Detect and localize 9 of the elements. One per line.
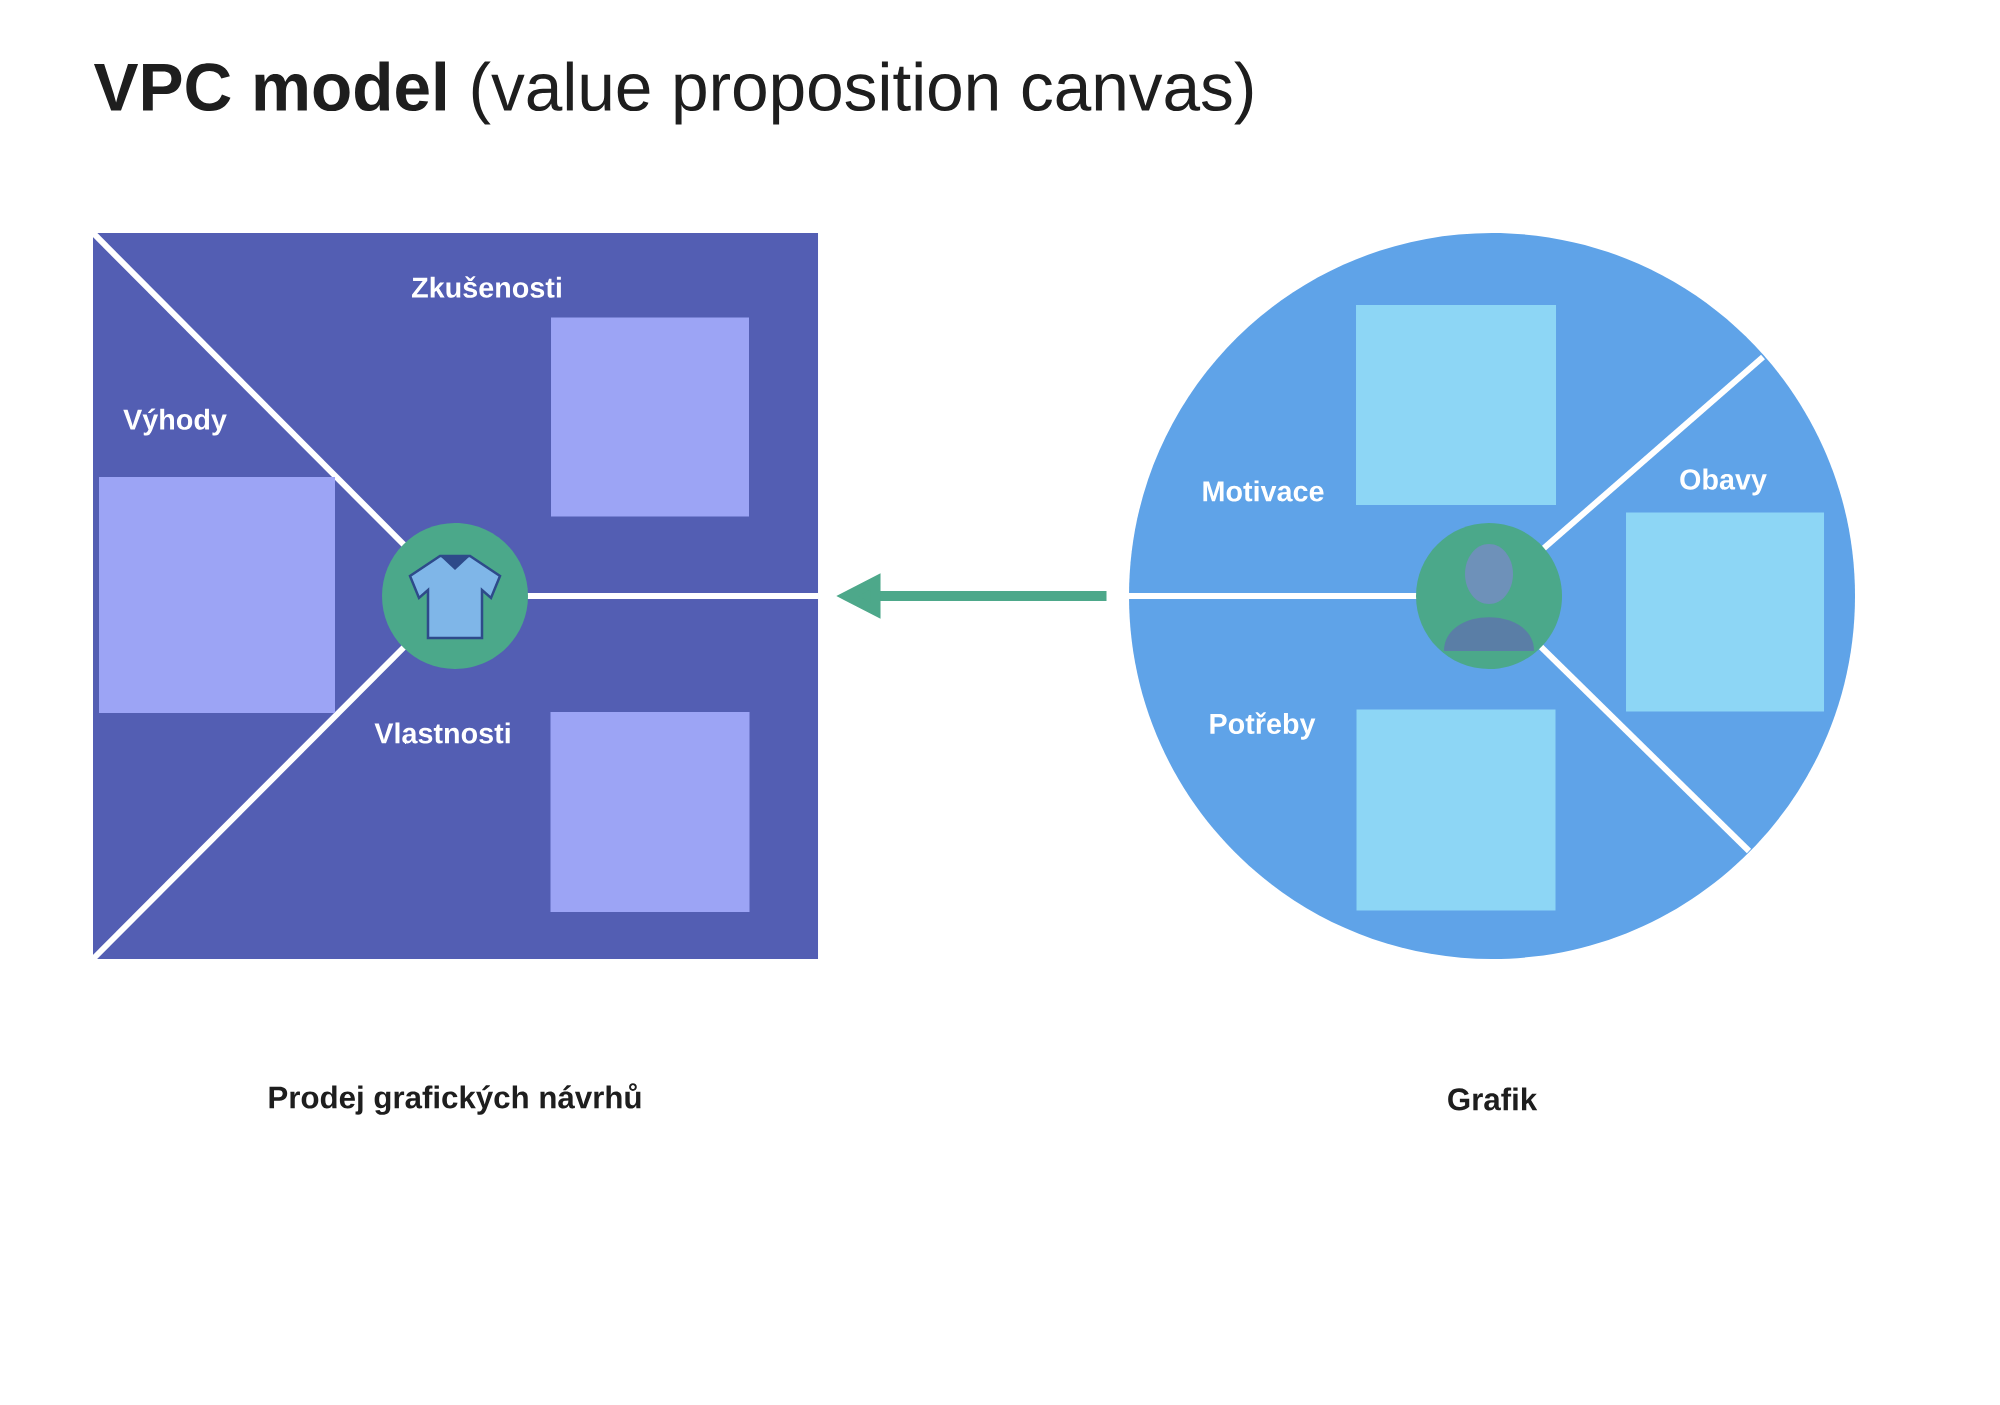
sticky-note: Obavy xyxy=(1626,468,1824,712)
title: VPC model (value proposition canvas) xyxy=(94,61,1253,125)
sticky-note: Zkušenosti xyxy=(412,276,749,517)
sticky-note: Vlastnosti xyxy=(374,712,750,912)
sticky-note: Motivace xyxy=(1203,305,1556,505)
caption: Prodej grafických návrhů xyxy=(269,1083,641,1115)
sticky-note: Výhody xyxy=(99,408,335,713)
sticky-note: Potřeby xyxy=(1210,709,1556,911)
caption: Grafik xyxy=(1448,1087,1538,1111)
